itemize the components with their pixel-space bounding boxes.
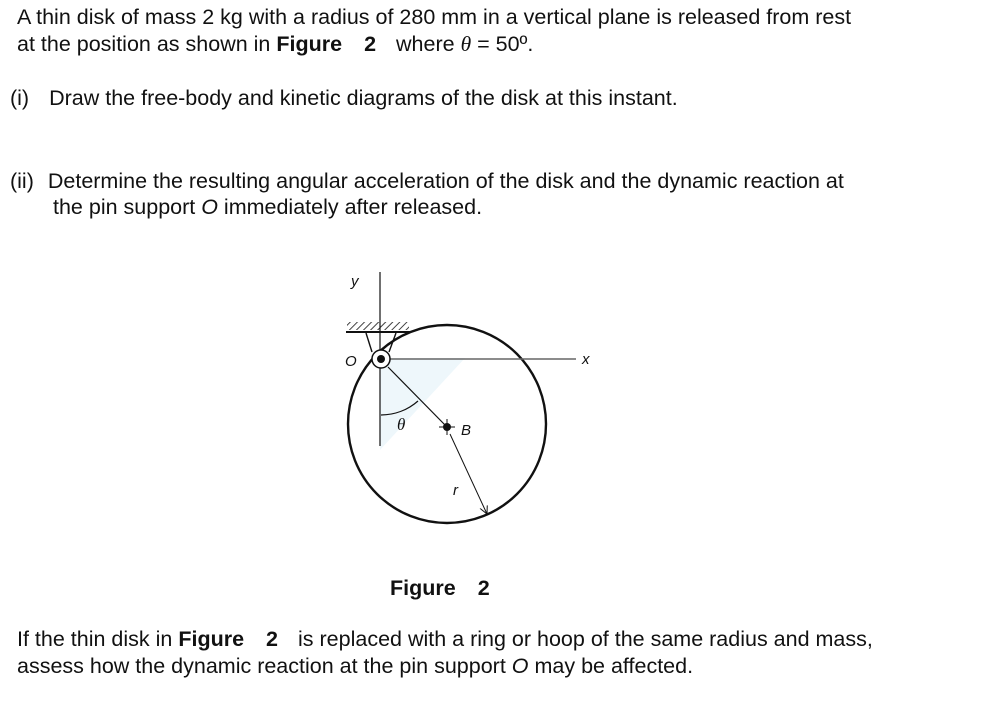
OB-line (387, 366, 447, 427)
part-ii-line-2: the pin support O immediately after rele… (53, 194, 482, 220)
caption-number: 2 (477, 576, 490, 600)
part-i: (i) Draw the free-body and kinetic diagr… (10, 85, 678, 111)
intro-line-1: A thin disk of mass 2 kg with a radius o… (17, 4, 851, 30)
intro-text-2a: at the position as shown in (17, 32, 277, 56)
theta-arc (380, 400, 419, 416)
figure-ref-number: 2 (364, 32, 377, 56)
part-i-label: (i) (10, 86, 30, 110)
part-ii-text-2b: immediately after released. (217, 195, 483, 219)
followup-text-2a: assess how the dynamic reaction at the p… (17, 654, 512, 678)
part-ii: (ii) Determine the resulting angular acc… (10, 168, 844, 194)
caption-label: Figure (390, 576, 456, 600)
followup-line-2: assess how the dynamic reaction at the p… (17, 653, 693, 679)
bracket-left (365, 332, 373, 353)
intro-text-2b: where (396, 32, 461, 56)
theta-label: θ (397, 415, 405, 434)
followup-text-1a: If the thin disk in (17, 627, 179, 651)
followup-text-2b: may be affected. (528, 654, 694, 678)
part-ii-label: (ii) (10, 169, 34, 193)
part-ii-text-2a: the pin support (53, 195, 202, 219)
pin-dot (377, 355, 385, 363)
followup-text-1b: is replaced with a ring or hoop of the s… (298, 627, 873, 651)
disk-outline (346, 323, 548, 525)
pin-O-ref: O (201, 195, 218, 219)
radius-arrow (449, 433, 487, 514)
ground-hatch (347, 322, 409, 330)
y-axis-label: y (350, 273, 360, 290)
center-label: B (461, 422, 471, 439)
part-i-text: Draw the free-body and kinetic diagrams … (49, 86, 678, 110)
pin-label: O (345, 353, 357, 370)
intro-text-2c: = 50º. (471, 32, 534, 56)
intro-line-2: at the position as shown in Figure 2 where… (17, 31, 533, 57)
theta-symbol: θ (460, 32, 472, 56)
x-axis-label: x (581, 351, 590, 368)
followup-pin-O: O (511, 654, 529, 678)
followup-line-1: If the thin disk in Figure 2 is replaced w… (17, 626, 873, 652)
followup-figure-ref: Figure (178, 627, 245, 651)
followup-figure-number: 2 (266, 627, 279, 651)
part-ii-text-1: Determine the resulting angular accelera… (47, 169, 844, 193)
radius-label: r (453, 482, 459, 499)
figure-caption: Figure 2 (390, 575, 490, 601)
intro-text-1: A thin disk of mass 2 kg with a radius o… (17, 5, 852, 29)
bracket-right (388, 332, 397, 353)
figure-ref: Figure (276, 32, 343, 56)
